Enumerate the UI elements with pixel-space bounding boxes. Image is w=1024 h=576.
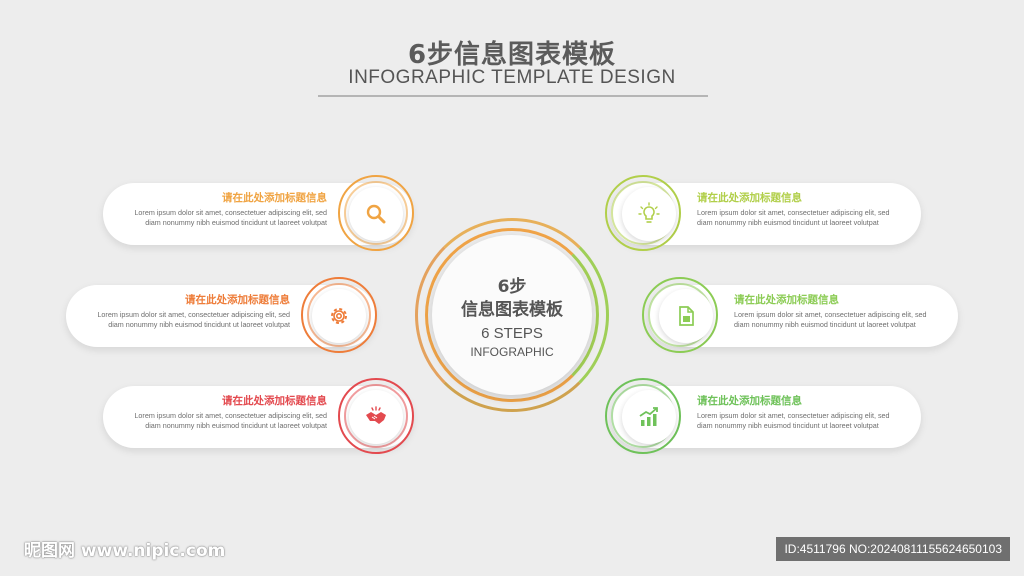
growth-chart-icon — [639, 407, 658, 426]
step-node-4[interactable] — [622, 187, 676, 241]
center-inner-ring — [425, 228, 599, 402]
step-description: Lorem ipsum dolor sit amet, consectetuer… — [134, 411, 327, 430]
step-title: 请在此处添加标题信息 — [734, 294, 839, 306]
step-description: Lorem ipsum dolor sit amet, consectetuer… — [134, 208, 327, 227]
page-subtitle: INFOGRAPHIC TEMPLATE DESIGN — [348, 67, 676, 88]
step-title: 请在此处添加标题信息 — [185, 294, 290, 306]
step-node-6[interactable] — [622, 390, 676, 444]
handshake-icon — [366, 406, 386, 424]
step-title: 请在此处添加标题信息 — [222, 192, 327, 204]
document-icon — [679, 306, 694, 326]
step-ring-2 — [301, 277, 377, 353]
step-node-3[interactable] — [349, 390, 403, 444]
step-description: Lorem ipsum dolor sit amet, consectetuer… — [97, 310, 290, 329]
step-node-2[interactable] — [312, 289, 366, 343]
step-ring-1 — [338, 175, 414, 251]
center-title-line1: 6步 — [497, 277, 527, 297]
center-outer-ring — [415, 218, 609, 412]
watermark-id: ID:4511796 NO:20240811155624650103 — [776, 537, 1010, 561]
lightbulb-icon — [638, 202, 660, 223]
step-description: Lorem ipsum dolor sit amet, consectetuer… — [734, 310, 927, 329]
gear-icon — [331, 308, 347, 324]
step-ring-3 — [338, 378, 414, 454]
step-title: 请在此处添加标题信息 — [222, 395, 327, 407]
center-subtitle-line2: INFOGRAPHIC — [470, 345, 554, 359]
step-title: 请在此处添加标题信息 — [697, 395, 802, 407]
title-divider — [318, 95, 708, 97]
page-title: 6步信息图表模板 — [407, 40, 617, 70]
center-subtitle-line1: 6 STEPS — [481, 325, 543, 342]
step-node-5[interactable] — [659, 289, 713, 343]
step-description: Lorem ipsum dolor sit amet, consectetuer… — [697, 208, 890, 227]
step-title: 请在此处添加标题信息 — [697, 192, 802, 204]
center-hub: 6步 信息图表模板 6 STEPS INFOGRAPHIC — [432, 235, 592, 395]
center-title-line2: 信息图表模板 — [461, 300, 563, 320]
step-description: Lorem ipsum dolor sit amet, consectetuer… — [697, 411, 890, 430]
step-node-1[interactable] — [349, 187, 403, 241]
magnifier-icon — [366, 204, 386, 224]
watermark-logo: 昵图网 www.nipic.com — [24, 541, 226, 561]
